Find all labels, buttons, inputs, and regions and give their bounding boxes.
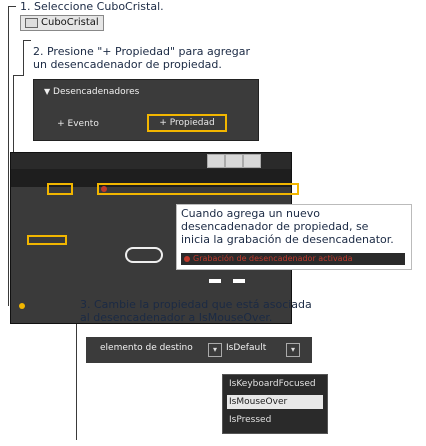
recording-status-text: Grabación de desencadenador activada (193, 254, 353, 263)
record-icon (184, 256, 190, 262)
triggers-panel: ▼ Desencadenadores + Evento + Propiedad (33, 79, 259, 141)
property-dropdown-icon[interactable]: ▾ (286, 343, 300, 357)
object-icon (25, 18, 38, 28)
cube-object[interactable] (125, 247, 163, 263)
option-ispressed[interactable]: IsPressed (229, 415, 272, 425)
marker (209, 279, 221, 283)
property-dropdown-list: IsKeyboardFocused IsMouseOver IsPressed (222, 374, 328, 434)
object-list-item[interactable]: CuboCristal (20, 15, 104, 31)
add-event-button[interactable]: + Evento (57, 119, 99, 129)
add-property-button[interactable]: + Propiedad (147, 114, 227, 132)
record-icon (101, 186, 107, 192)
target-dropdown-icon[interactable]: ▾ (208, 343, 222, 357)
triggers-header[interactable]: ▼ Desencadenadores (44, 86, 139, 98)
option-iskeyboardfocused[interactable]: IsKeyboardFocused (229, 379, 316, 389)
option-ismouseover[interactable]: IsMouseOver (227, 395, 323, 409)
toolbar (11, 169, 291, 187)
connector-line (8, 6, 9, 306)
recording-callout: Cuando agrega un nuevo desencadenador de… (176, 204, 412, 270)
connector-line (13, 75, 23, 76)
step3-text: 3. Cambie la propiedad que está asociada… (80, 298, 312, 324)
connector-line (8, 6, 16, 7)
maximize-icon[interactable] (225, 154, 243, 168)
callout-line3: inicia la grabación de desencadenator. (181, 233, 394, 246)
connector-line (76, 300, 77, 440)
step3-line1: 3. Cambie la propiedad que está asociada (80, 298, 312, 311)
property-value: IsDefault (226, 343, 267, 353)
objects-highlight (47, 183, 73, 195)
title-bar (11, 153, 291, 169)
expand-arrow-icon: ▼ (44, 87, 51, 96)
minimize-icon[interactable] (207, 154, 225, 168)
callout-line1: Cuando agrega un nuevo (181, 207, 320, 220)
triggers-highlight (27, 235, 67, 245)
callout-line2: desencadenador de propiedad, se (181, 220, 369, 233)
triggers-title: Desencadenadores (53, 87, 140, 97)
connector-line (23, 40, 24, 76)
step2-line1: 2. Presione "+ Propiedad" para agregar (33, 45, 251, 58)
connector-line (23, 40, 31, 41)
recording-highlight (97, 183, 299, 195)
property-bar: elemento de destino ▾ IsDefault ▾ (86, 337, 312, 363)
step2-line2: un desencadenador de propiedad. (33, 58, 222, 71)
marker (233, 279, 245, 283)
step1-text: 1. Seleccione CuboCristal. (20, 0, 164, 13)
close-icon[interactable] (243, 154, 261, 168)
recording-status: Grabación de desencadenador activada (181, 253, 405, 265)
step2-text: 2. Presione "+ Propiedad" para agregar u… (33, 45, 250, 71)
step3-line2: al desencadenador a IsMouseOver. (80, 311, 273, 324)
target-label: elemento de destino (100, 343, 193, 353)
marker-dot (19, 303, 25, 309)
object-label: CuboCristal (41, 17, 99, 28)
